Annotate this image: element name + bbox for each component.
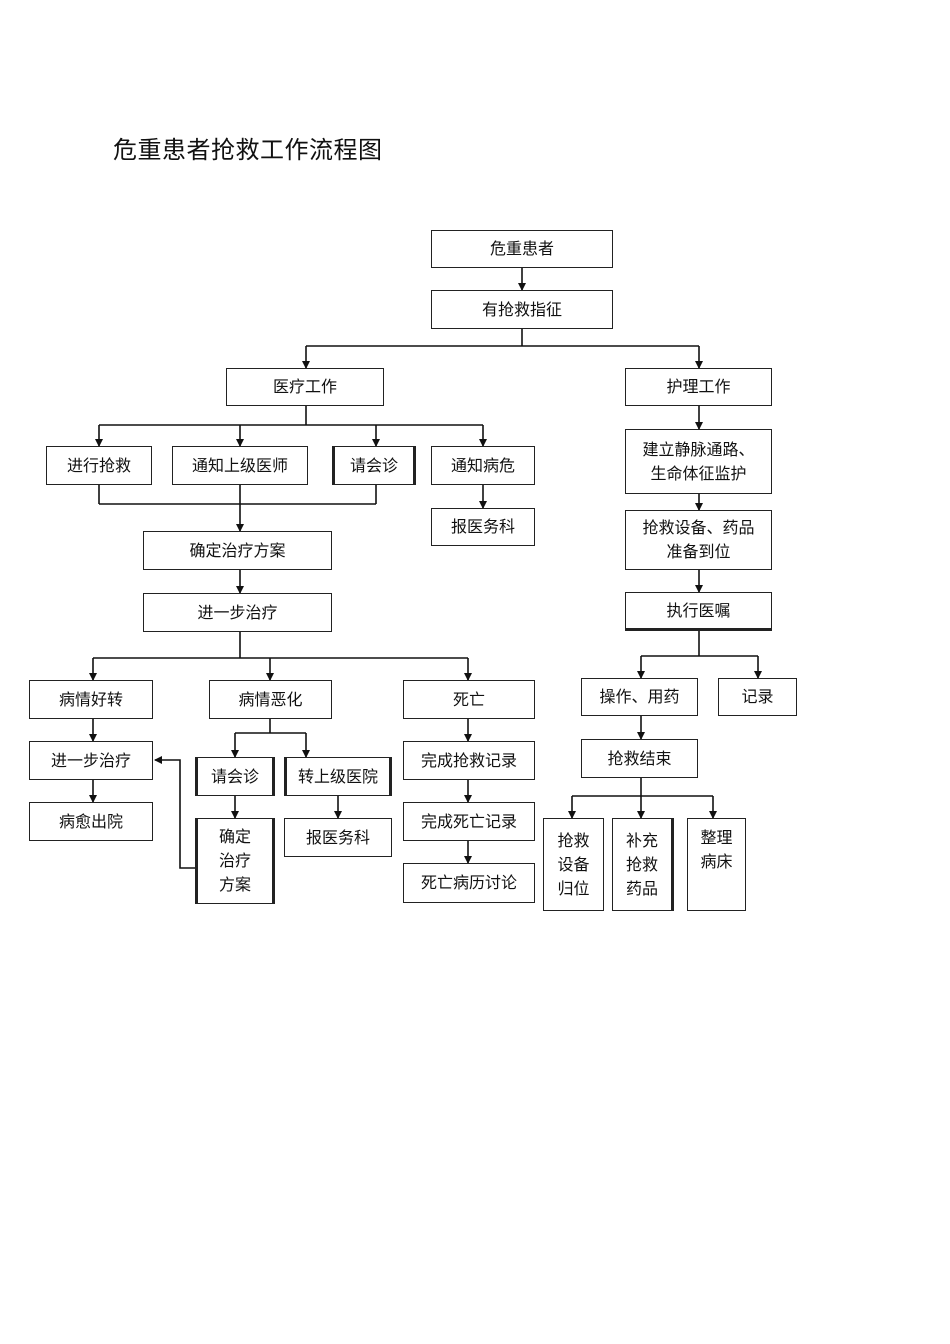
node-label: 病情恶化 — [238, 689, 303, 709]
node-label: 转上级医院 — [297, 766, 378, 786]
node-label: 报医务科 — [305, 827, 370, 847]
node-consultation-2: 请会诊 — [195, 757, 275, 796]
node-label: 医疗工作 — [272, 377, 337, 396]
node-label-line: 准备到位 — [666, 542, 731, 561]
node-consultation-1: 请会诊 — [332, 446, 416, 485]
node-label-line: 建立静脉通路、 — [642, 439, 755, 459]
node-label: 确定治疗方案 — [189, 540, 286, 560]
node-label: 进一步治疗 — [197, 602, 278, 622]
node-perform-rescue: 进行抢救 — [46, 446, 152, 485]
node-label: 抢救结束 — [607, 748, 672, 768]
node-label: 进一步治疗 — [50, 750, 131, 770]
node-medical-work: 医疗工作 — [226, 368, 384, 406]
node-label-line: 方案 — [218, 875, 251, 894]
node-label: 进行抢救 — [66, 455, 131, 475]
node-report-medical-affairs-1: 报医务科 — [431, 508, 535, 546]
node-return-equipment: 抢救 设备 归位 — [543, 818, 604, 911]
node-label-line: 药品 — [625, 878, 658, 898]
node-replenish-drugs: 补充 抢救 药品 — [612, 818, 674, 911]
node-label: 病情好转 — [58, 689, 123, 709]
node-death-case-discussion: 死亡病历讨论 — [403, 863, 535, 903]
node-notify-critical: 通知病危 — [431, 446, 535, 485]
node-label: 记录 — [741, 687, 774, 706]
node-transfer-superior-hospital: 转上级医院 — [284, 757, 392, 796]
node-iv-access-monitoring: 建立静脉通路、 生命体征监护 — [625, 429, 772, 494]
node-label: 通知病危 — [450, 455, 515, 475]
node-label-line: 病床 — [700, 852, 733, 871]
node-label: 完成死亡记录 — [420, 811, 517, 831]
node-rescue-indication: 有抢救指征 — [431, 290, 613, 329]
node-label: 执行医嘱 — [666, 600, 731, 620]
node-rescue-end: 抢救结束 — [581, 739, 698, 778]
node-label-line: 归位 — [557, 878, 590, 898]
node-label: 死亡 — [452, 689, 485, 709]
node-label: 请会诊 — [210, 766, 259, 786]
node-further-treatment-2: 进一步治疗 — [29, 741, 153, 780]
node-label: 完成抢救记录 — [420, 750, 517, 770]
node-complete-death-record: 完成死亡记录 — [403, 802, 535, 841]
node-operate-medicate: 操作、用药 — [581, 678, 698, 716]
node-recovered-discharged: 病愈出院 — [29, 802, 153, 841]
node-label-line: 生命体征监护 — [650, 463, 747, 483]
node-condition-improved: 病情好转 — [29, 680, 153, 719]
node-label: 操作、用药 — [599, 687, 680, 706]
node-nursing-work: 护理工作 — [625, 368, 772, 406]
node-complete-rescue-record: 完成抢救记录 — [403, 741, 535, 780]
node-notify-superior-doctor: 通知上级医师 — [172, 446, 308, 485]
node-label-line: 整理 — [700, 828, 733, 847]
node-tidy-bed: 整理 病床 — [687, 818, 746, 911]
node-label: 请会诊 — [349, 455, 398, 475]
node-record: 记录 — [718, 678, 797, 716]
node-label-line: 抢救设备、药品 — [642, 518, 755, 537]
node-critical-patient: 危重患者 — [431, 230, 613, 268]
node-label-line: 抢救 — [557, 830, 590, 850]
page-title: 危重患者抢救工作流程图 — [113, 136, 383, 164]
node-further-treatment-1: 进一步治疗 — [143, 593, 332, 632]
node-label: 报医务科 — [450, 517, 515, 536]
node-label-line: 设备 — [557, 854, 590, 874]
node-prepare-equipment-drugs: 抢救设备、药品 准备到位 — [625, 510, 772, 570]
node-label: 有抢救指征 — [481, 299, 562, 319]
node-confirm-plan-2: 确定 治疗 方案 — [195, 818, 275, 904]
node-death: 死亡 — [403, 680, 535, 719]
node-condition-worsened: 病情恶化 — [209, 680, 332, 719]
node-report-medical-affairs-2: 报医务科 — [284, 818, 392, 857]
node-label: 通知上级医师 — [191, 455, 288, 475]
node-label-line: 补充 — [625, 830, 658, 850]
node-label-line: 抢救 — [625, 854, 658, 874]
node-label: 护理工作 — [666, 377, 731, 396]
node-confirm-treatment-plan: 确定治疗方案 — [143, 531, 332, 570]
node-label: 死亡病历讨论 — [420, 873, 517, 892]
node-label-line: 治疗 — [218, 851, 251, 870]
node-label: 危重患者 — [489, 239, 554, 258]
node-execute-orders: 执行医嘱 — [625, 592, 772, 631]
node-label-line: 确定 — [218, 827, 251, 846]
node-label: 病愈出院 — [58, 811, 123, 831]
